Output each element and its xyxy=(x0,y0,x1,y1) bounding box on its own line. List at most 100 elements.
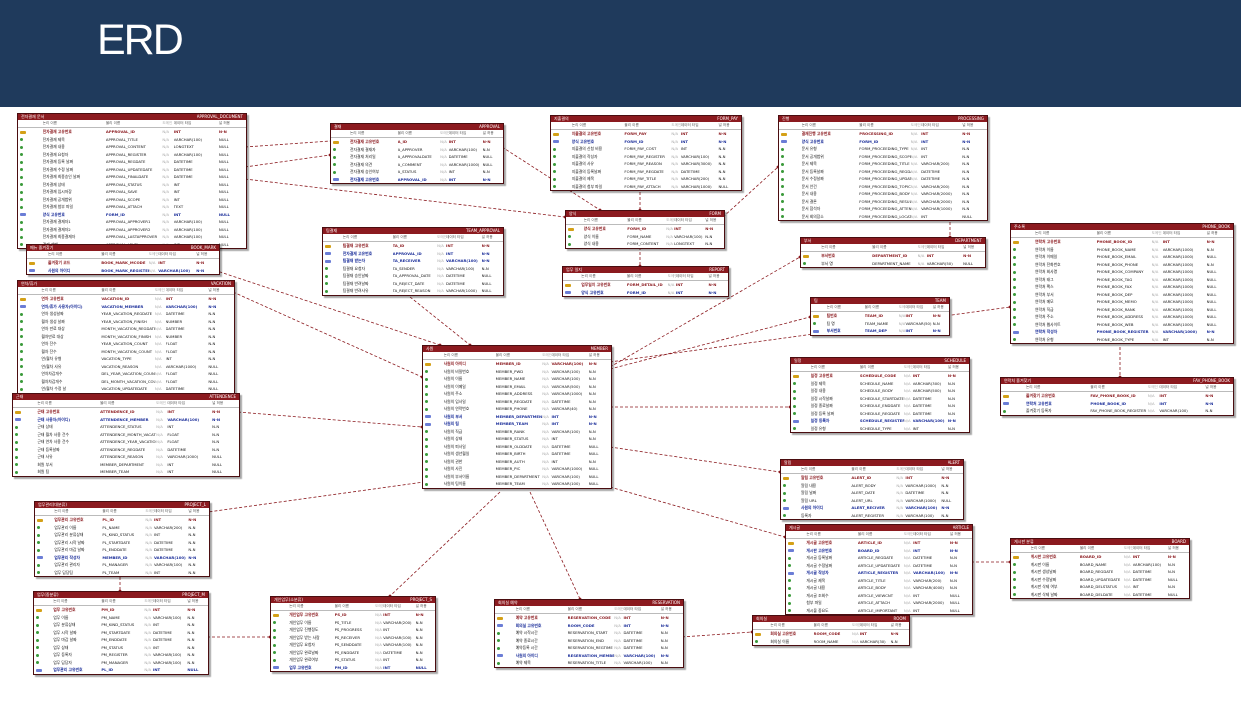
column-row[interactable]: 문서 참석자FORM_PROCEEDING_ATTENDERN/AVARCHAR… xyxy=(779,205,987,213)
column-row[interactable]: 문서 회의장소FORM_PROCEEDING_LOCATIONN/AINTNUL… xyxy=(779,213,987,221)
column-row[interactable]: 월차차감개수DEL_MONTH_VACATION_COUNTN/AFLOATNU… xyxy=(18,378,234,386)
column-row[interactable]: 문서 등록날짜FORM_PROCEEDING_REGDATEN/ADATETIM… xyxy=(779,168,987,176)
column-row[interactable]: 문서 수정날짜FORM_PROCEEDING_UPDATEDATEN/ADATE… xyxy=(779,175,987,183)
